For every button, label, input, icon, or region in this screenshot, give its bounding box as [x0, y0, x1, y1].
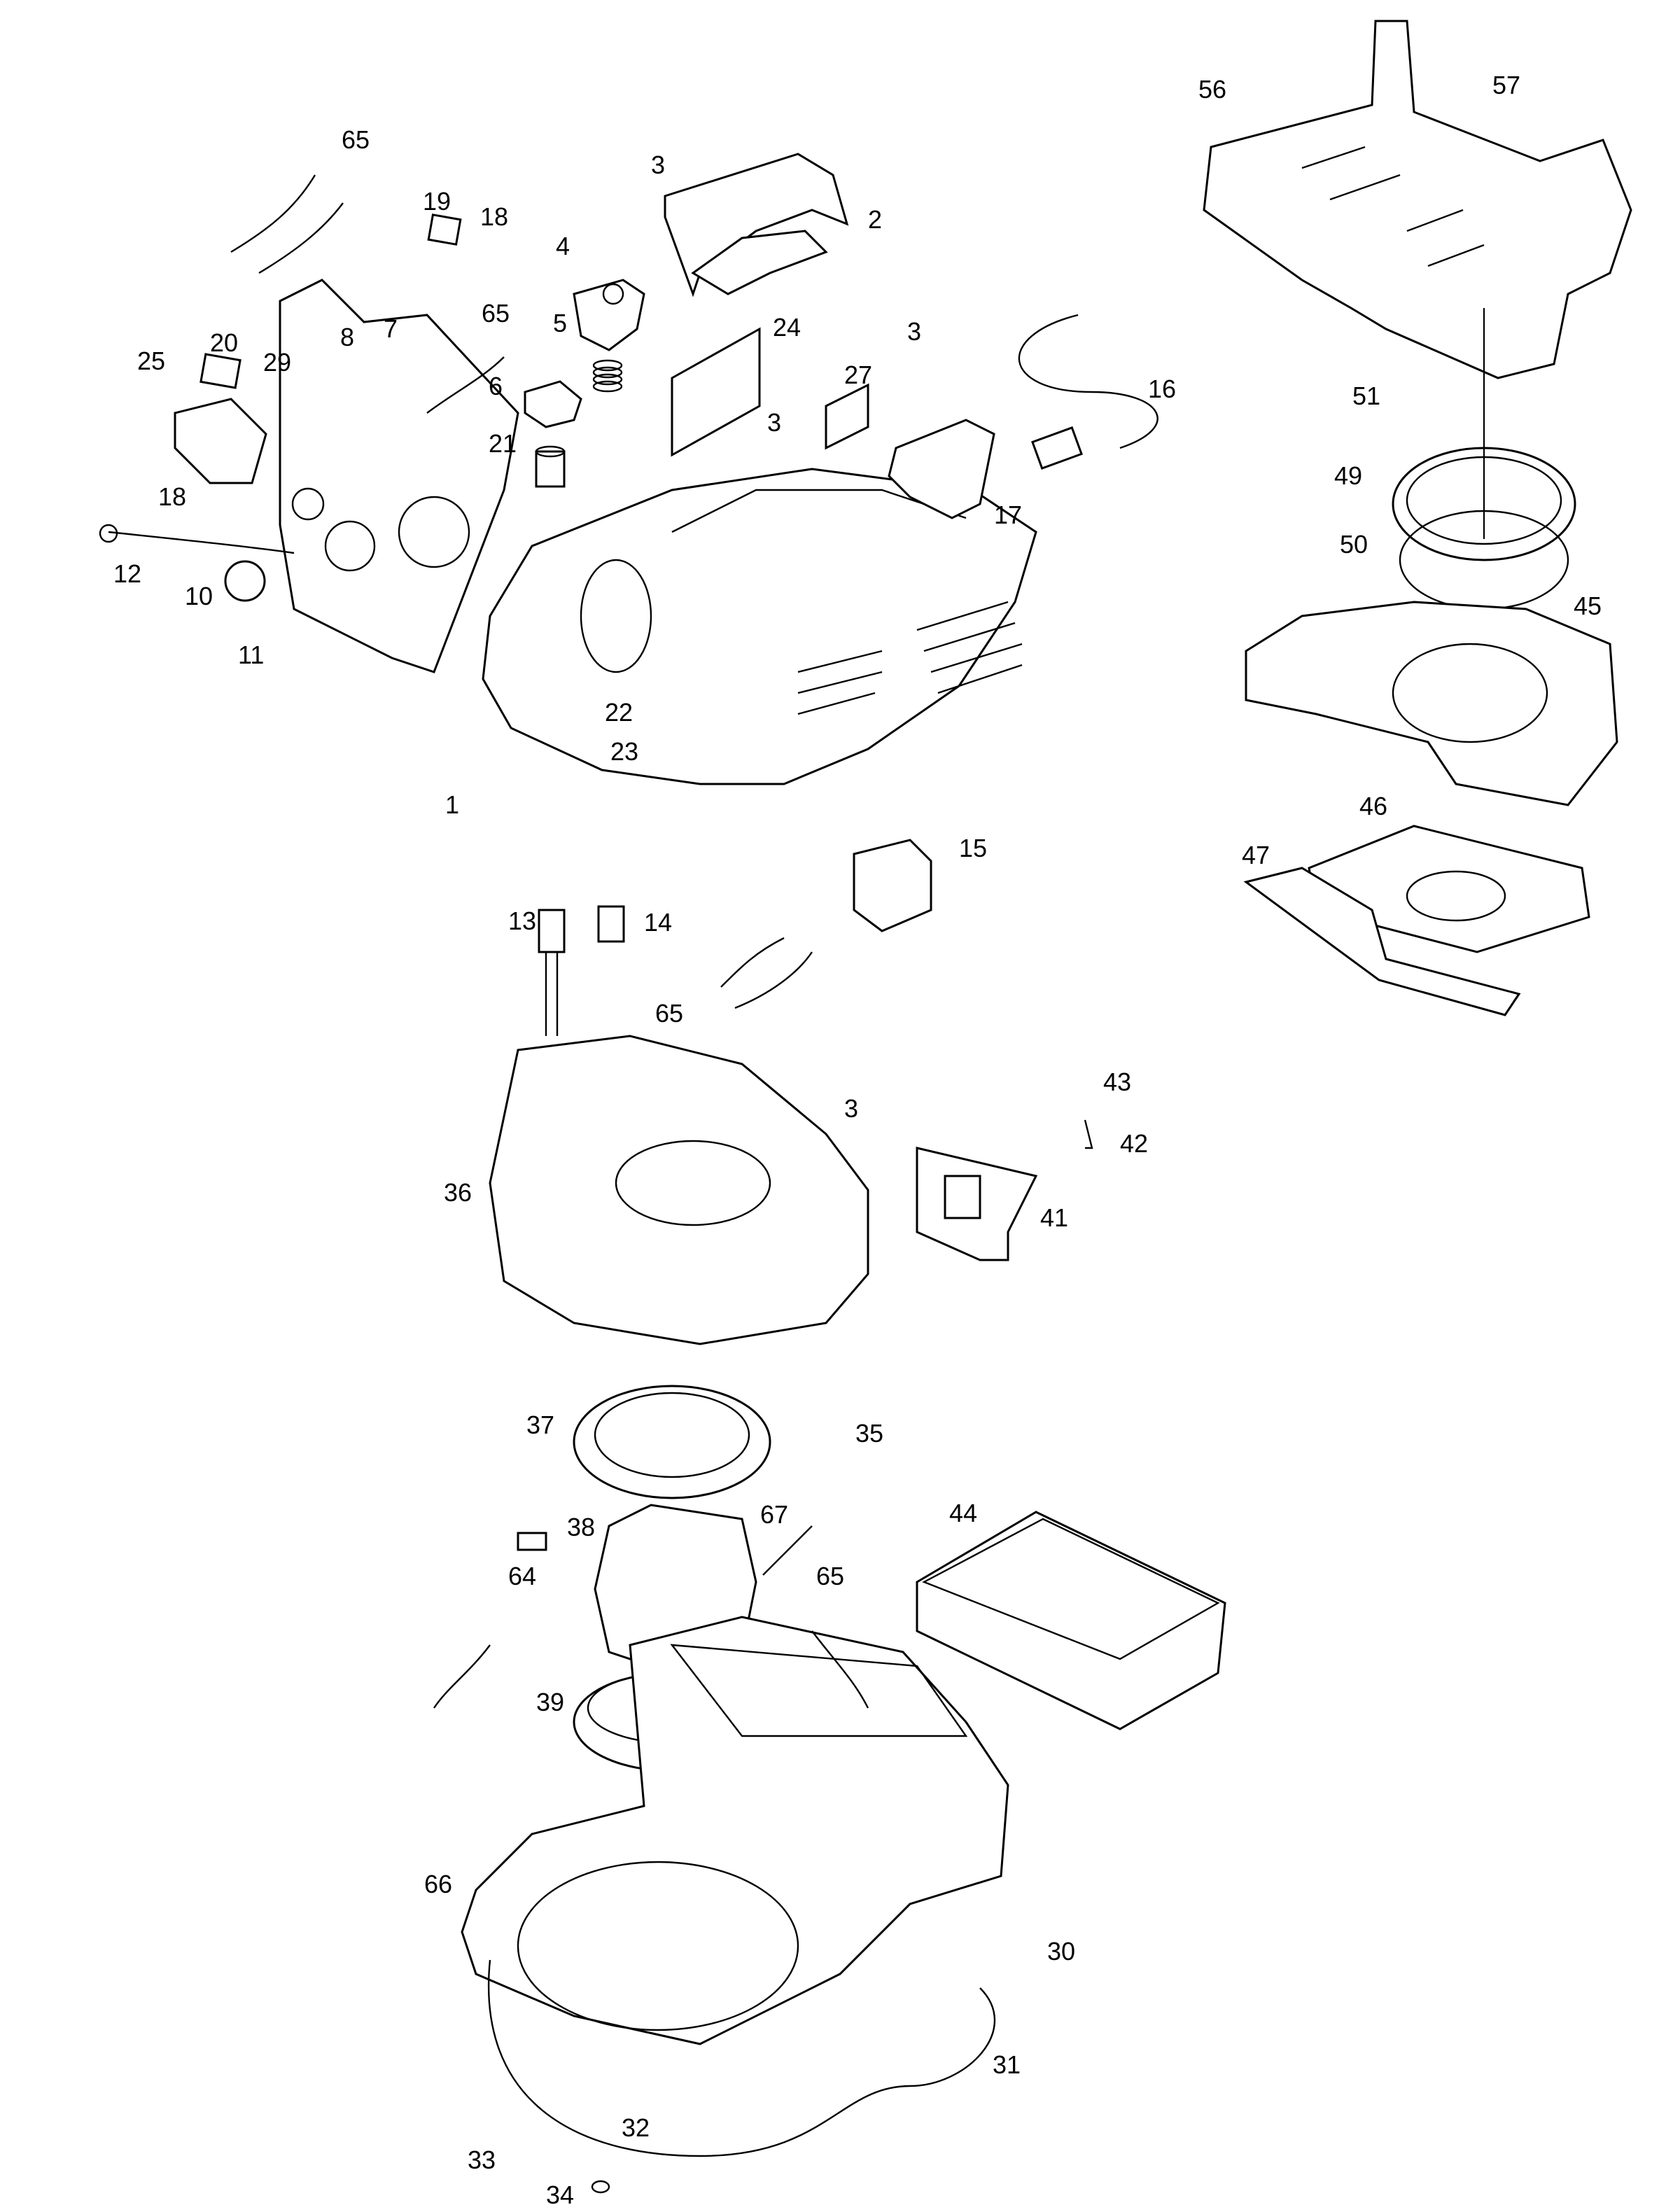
wire-lead-67 [762, 1525, 813, 1576]
callout-5: 5 [553, 309, 567, 337]
callout-65: 65 [816, 1562, 844, 1590]
callout-8: 8 [340, 323, 354, 351]
callout-39: 39 [536, 1688, 564, 1716]
callout-3: 3 [651, 150, 665, 179]
callout-25: 25 [137, 346, 165, 375]
part-latch-button-4 [573, 279, 645, 351]
part-connector-14 [597, 905, 625, 943]
callout-36: 36 [444, 1178, 472, 1207]
callout-47: 47 [1242, 841, 1270, 869]
callouts: 65 19 18 3 2 4 65 7 8 5 24 3 16 20 25 29… [113, 71, 1602, 2205]
part-plate-19 [427, 214, 462, 246]
part-washer-34 [591, 2180, 610, 2194]
part-cable-12 [99, 524, 295, 554]
part-knob-10 [224, 560, 266, 602]
callout-65: 65 [342, 125, 370, 154]
part-top-tray-56 [1203, 20, 1632, 379]
part-filter-44 [916, 1511, 1226, 1730]
callout-32: 32 [622, 2113, 650, 2142]
callout-29: 29 [263, 348, 291, 377]
part-side-cover-15 [853, 839, 932, 932]
callout-37: 37 [526, 1410, 554, 1439]
callout-35: 35 [855, 1419, 883, 1448]
callout-41: 41 [1040, 1203, 1068, 1232]
part-terminal-64 [517, 1532, 547, 1551]
callout-21: 21 [489, 429, 517, 458]
part-cord-hook-17 [888, 419, 995, 519]
callout-57: 57 [1492, 71, 1520, 99]
callout-1: 1 [445, 790, 459, 819]
callout-13: 13 [508, 906, 536, 935]
part-filter-cover-49 [1392, 308, 1576, 561]
callout-16: 16 [1148, 374, 1176, 403]
part-gasket-31 [488, 1959, 996, 2157]
part-filter-housing-45 [1245, 601, 1618, 806]
part-latch-6 [524, 380, 582, 428]
callout-42: 42 [1120, 1129, 1148, 1158]
part-label-27 [825, 383, 869, 450]
callout-44: 44 [949, 1499, 977, 1527]
callout-50: 50 [1340, 530, 1368, 559]
callout-66: 66 [424, 1870, 452, 1898]
wire-lead-65-mid [426, 356, 505, 414]
part-power-cord-16 [1018, 314, 1158, 470]
callout-45: 45 [1574, 592, 1602, 620]
callout-51: 51 [1352, 382, 1380, 410]
part-base-tank-30 [461, 1616, 1009, 2045]
callout-11: 11 [238, 640, 264, 669]
callout-18: 18 [158, 482, 186, 511]
part-ground-wire-42 [1084, 1119, 1093, 1149]
callout-14: 14 [644, 908, 672, 937]
callout-65: 65 [482, 299, 510, 328]
callout-27: 27 [844, 360, 872, 389]
callout-3: 3 [907, 317, 921, 346]
callout-2: 2 [868, 205, 882, 234]
callout-17: 17 [994, 500, 1022, 529]
callout-22: 22 [605, 698, 633, 727]
callout-4: 4 [556, 232, 570, 260]
part-motor-ring-37 [573, 1385, 771, 1499]
part-upper-housing-1 [482, 468, 1037, 785]
callout-6: 6 [489, 372, 503, 400]
part-outlet-box-25 [174, 353, 267, 484]
callout-24: 24 [773, 313, 801, 342]
part-circuit-board-41 [916, 1147, 1038, 1261]
part-front-panel-11 [279, 279, 519, 673]
wire-lead-66 [433, 1644, 491, 1709]
callout-46: 46 [1359, 792, 1387, 820]
callout-19: 19 [423, 187, 451, 216]
callout-23: 23 [610, 737, 638, 766]
part-grille-47 [1243, 867, 1521, 1016]
callout-3: 3 [767, 408, 781, 437]
callout-56: 56 [1198, 75, 1226, 104]
callout-49: 49 [1334, 461, 1362, 490]
part-motor-cover-36 [489, 1035, 869, 1345]
callout-65: 65 [655, 999, 683, 1028]
part-switch-13 [538, 909, 566, 1036]
callout-33: 33 [468, 2146, 496, 2174]
callout-12: 12 [113, 559, 141, 588]
callout-64: 64 [508, 1562, 536, 1590]
wire-lead-65-top [230, 174, 344, 274]
callout-67: 67 [760, 1500, 788, 1529]
wire-lead-65-motor [811, 1630, 869, 1709]
part-spring-5 [592, 359, 623, 393]
callout-34: 34 [546, 2180, 574, 2205]
part-label-24 [671, 327, 761, 457]
callout-7: 7 [384, 314, 398, 343]
callout-43: 43 [1103, 1068, 1131, 1096]
callout-38: 38 [567, 1513, 595, 1541]
callout-10: 10 [185, 582, 213, 610]
part-sleeve-21 [535, 445, 566, 488]
part-handle-2 [664, 153, 849, 298]
callout-20: 20 [210, 328, 238, 357]
callout-31: 31 [993, 2050, 1021, 2079]
wire-lead-65-lower [720, 937, 813, 1009]
callout-3: 3 [844, 1094, 858, 1123]
callout-15: 15 [959, 834, 987, 862]
callout-18: 18 [480, 202, 508, 231]
callout-30: 30 [1047, 1937, 1075, 1966]
